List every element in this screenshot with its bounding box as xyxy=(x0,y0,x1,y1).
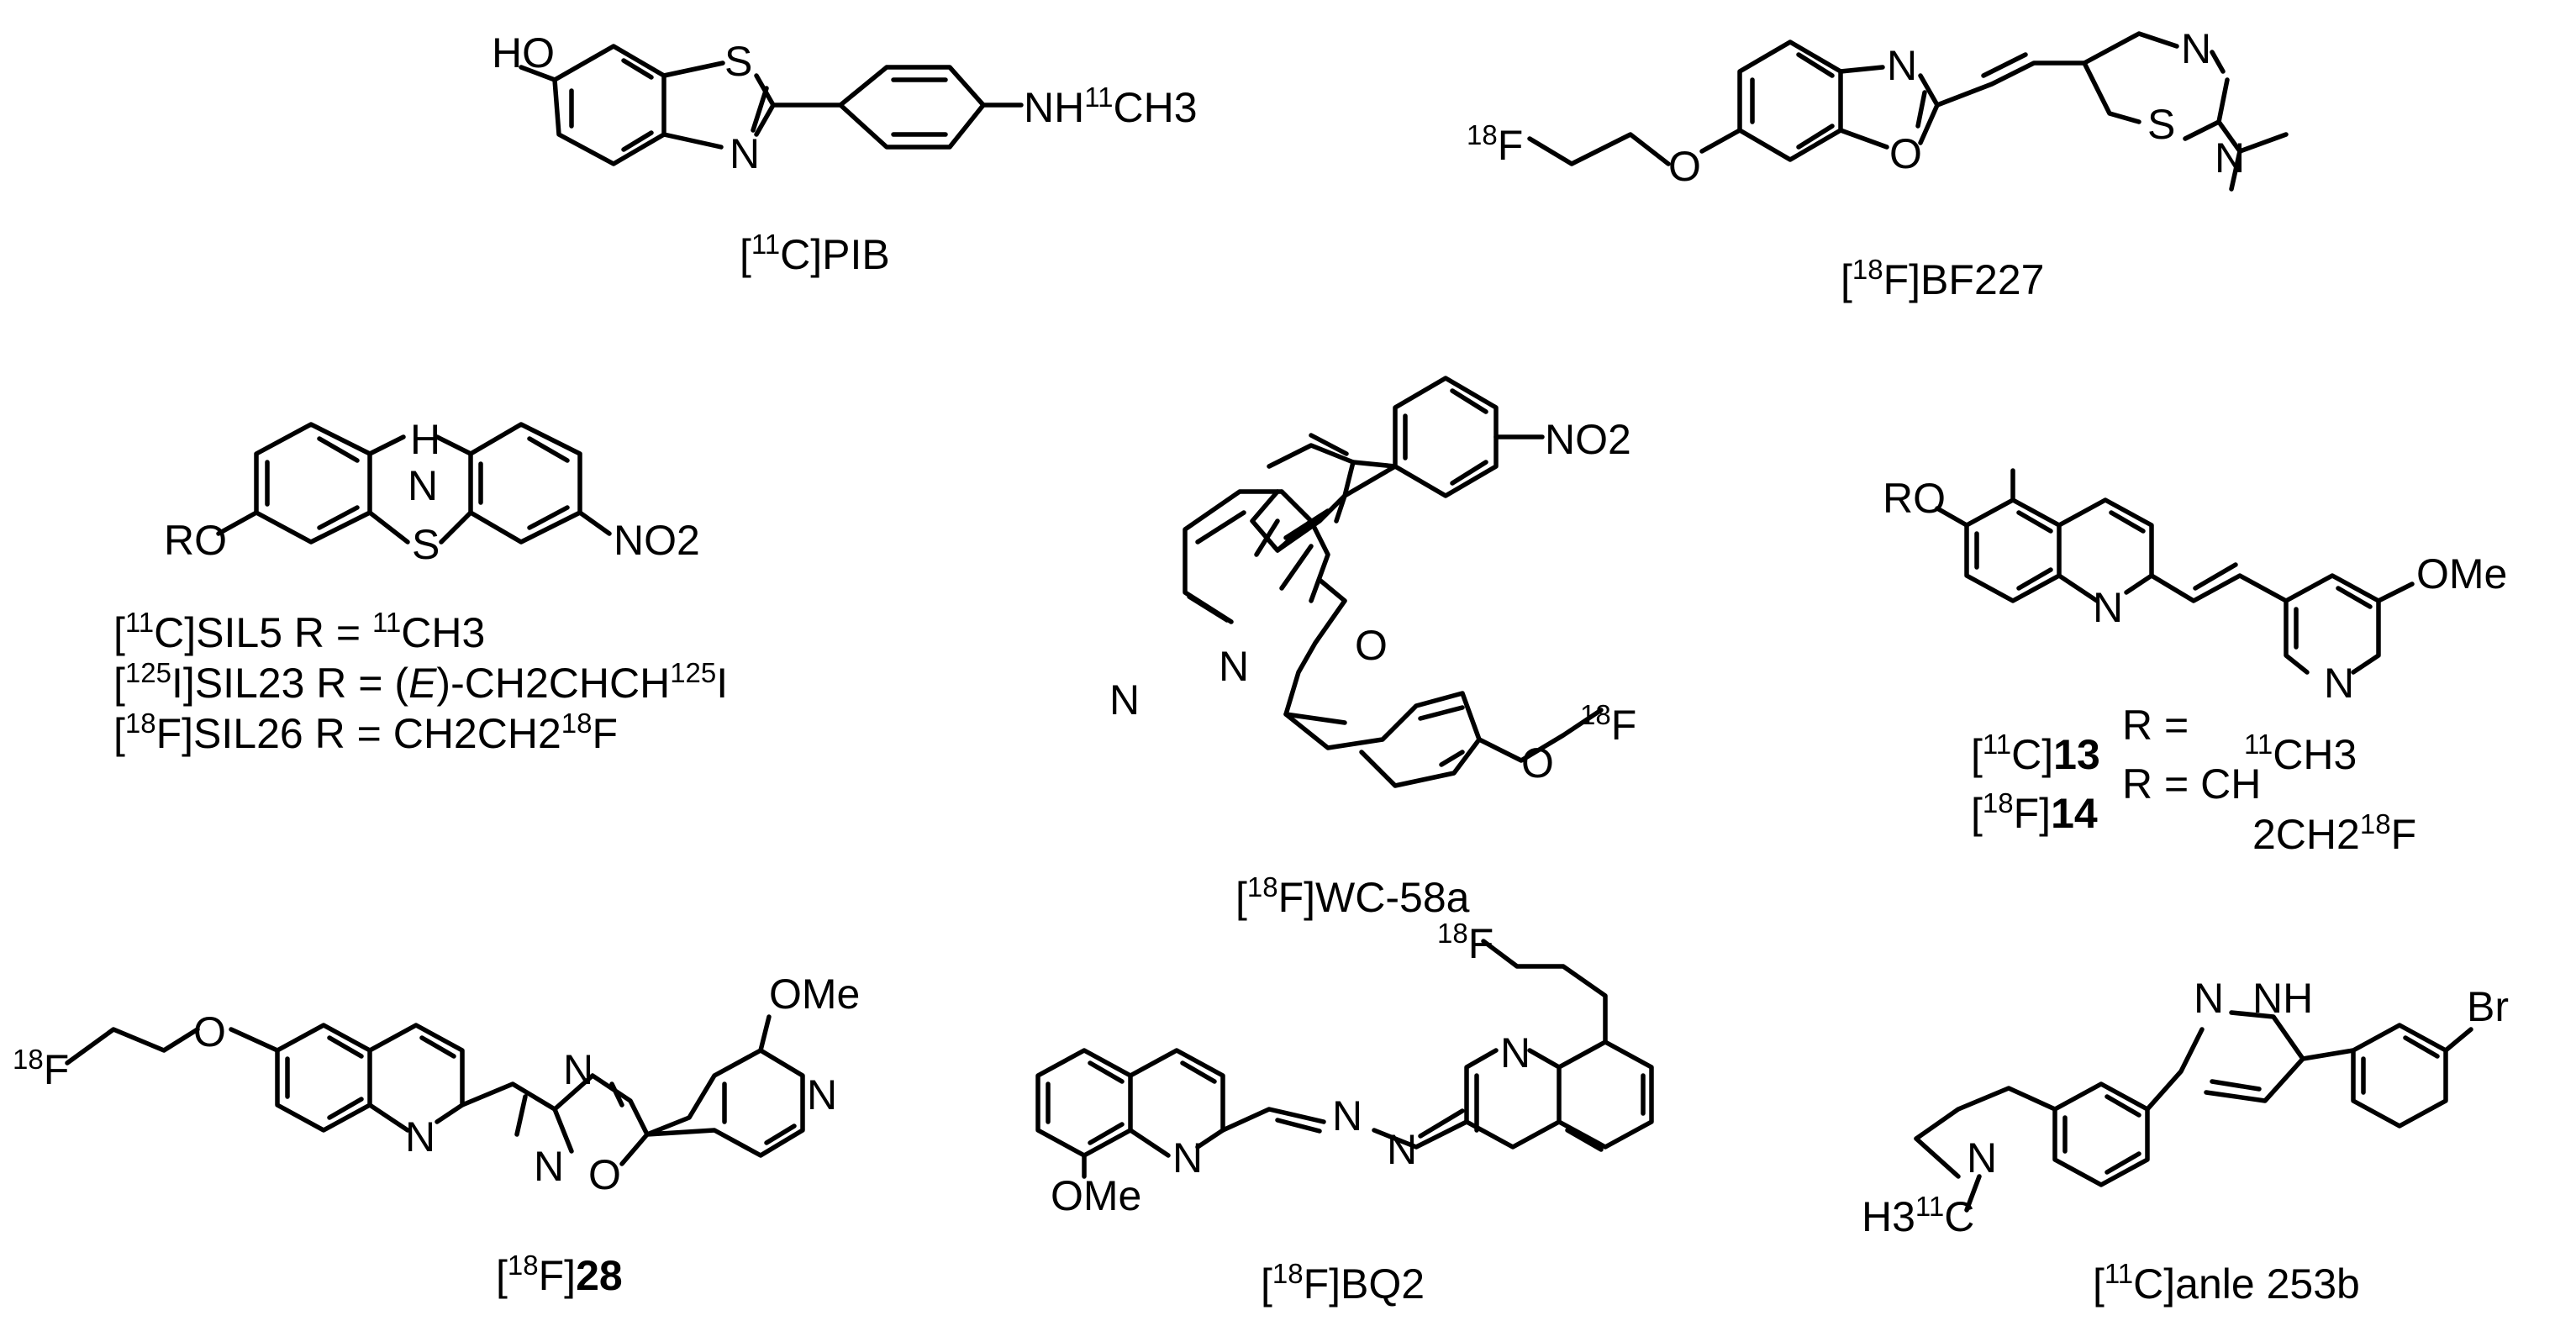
anle-name-label: [11C]anle 253b xyxy=(2093,1258,2360,1308)
bf227-dimethylamine-label: N xyxy=(2215,134,2245,182)
bq2-hydrazone-n2-label: N xyxy=(1387,1126,1417,1173)
bf227-name-label: [18F]BF227 xyxy=(1841,254,2044,303)
bq2-quinoline-n1-label: N xyxy=(1172,1134,1203,1181)
bf227-oxazole-oxygen-label: O xyxy=(1889,130,1922,177)
q13-methoxy-label: OMe xyxy=(2416,550,2507,597)
f14-r-label: R = CH xyxy=(2122,760,2261,808)
bf227-fluorine-label: 18F xyxy=(1467,119,1523,169)
bq2-name-label: [18F]BQ2 xyxy=(1261,1258,1425,1308)
structure-pib: HO S N NH11CH3 [11C]PIB xyxy=(492,29,1198,278)
c28-oxadiazole-n1-label: N xyxy=(563,1046,593,1093)
c28-name-label: [18F]28 xyxy=(496,1250,623,1299)
anle-bromine-label: Br xyxy=(2467,983,2509,1030)
q13-pyridine-nitrogen-label: N xyxy=(2324,660,2354,707)
c28-methoxy-label: OMe xyxy=(769,971,860,1018)
q13-ro-label: RO xyxy=(1883,475,1946,522)
sil26-name-label: [18F]SIL26 R = CH2CH218F xyxy=(113,708,618,757)
structure-bq2: OMe N N N N 18F [18F]BQ2 xyxy=(1035,918,1654,1308)
c28-pyridine-nitrogen-label: N xyxy=(807,1071,837,1118)
c13-r-value-label: 11CH3 xyxy=(2244,729,2357,778)
sil5-name-label: [11C]SIL5 R = 11CH3 xyxy=(113,607,485,656)
wc58a-fluorine-label: 18F xyxy=(1580,699,1636,749)
anle-c11-methyl-label: H311C xyxy=(1862,1191,1974,1240)
pib-amine-label: NH11CH3 xyxy=(1024,82,1198,131)
wc58a-nitro-label: NO2 xyxy=(1545,416,1631,463)
sil-ro-label: RO xyxy=(164,517,227,564)
structure-quinoline-13-14: RO N OMe N [11C]13 R = 11CH3 [18F]14 R =… xyxy=(1883,468,2507,858)
structure-bf227: 18F O N O N S N [18F]BF227 xyxy=(1467,25,2289,303)
wc58a-pyridine-nitrogen-label: N xyxy=(1109,676,1140,724)
anle-pyrazole-nh-label: NH xyxy=(2252,975,2313,1022)
pib-name-label: [11C]PIB xyxy=(740,229,890,278)
c28-oxadiazole-oxygen-label: O xyxy=(588,1151,621,1198)
sil-nitro-label: NO2 xyxy=(614,517,700,564)
sil-nh-hydrogen-label: H xyxy=(410,416,440,463)
bq2-hydrazone-n1-label: N xyxy=(1332,1092,1362,1139)
structure-wc58a: NO2 O N N O 18F [18F]WC-58a xyxy=(1109,376,1636,921)
c28-quinoline-nitrogen-label: N xyxy=(405,1113,435,1160)
pib-nitrogen-label: N xyxy=(730,130,760,177)
q13-quinoline-nitrogen-label: N xyxy=(2093,584,2123,631)
bq2-methoxy-label: OMe xyxy=(1051,1172,1141,1219)
wc58a-name-label: [18F]WC-58a xyxy=(1235,871,1470,921)
pib-hydroxyl-label: HO xyxy=(492,29,555,76)
structure-anle253b: N NH Br N H311C [11C]anle 253b xyxy=(1862,975,2509,1308)
anle-amine-nitrogen-label: N xyxy=(1967,1134,1997,1181)
structure-sil: H N S RO NO2 [11C]SIL5 R = 11CH3 [125I]S… xyxy=(113,416,728,757)
c13-r-label: R = xyxy=(2122,702,2189,749)
structure-28: 18F O N N N O OMe N [18F]28 xyxy=(13,971,860,1299)
wc58a-lactam-nitrogen-label: N xyxy=(1219,643,1249,690)
f14-r-value-label: 2CH218F xyxy=(2252,808,2416,858)
c28-ether-oxygen-label: O xyxy=(193,1008,226,1055)
sil-sulfur-label: S xyxy=(412,521,440,568)
wc58a-carbonyl-oxygen-label: O xyxy=(1355,622,1388,669)
f14-name-label: [18F]14 xyxy=(1971,787,2098,837)
bq2-fluorine-label: 18F xyxy=(1437,918,1493,967)
sil23-name-label: [125I]SIL23 R = (E)-CH2CHCH125I xyxy=(113,657,728,707)
c13-name-label: [11C]13 xyxy=(1971,729,2100,778)
pib-sulfur-label: S xyxy=(724,38,752,85)
c28-fluorine-label: 18F xyxy=(13,1044,69,1093)
wc58a-ether-oxygen-label: O xyxy=(1521,739,1554,787)
c28-oxadiazole-n2-label: N xyxy=(534,1143,564,1190)
bq2-quinoline-n2-label: N xyxy=(1500,1029,1530,1076)
bf227-oxazole-nitrogen-label: N xyxy=(1887,42,1917,89)
bf227-thiazole-nitrogen-label: N xyxy=(2181,25,2211,72)
bf227-thiazole-sulfur-label: S xyxy=(2147,101,2175,148)
bf227-ether-oxygen-label: O xyxy=(1668,143,1701,190)
anle-pyrazole-nitrogen-label: N xyxy=(2194,975,2224,1022)
sil-nitrogen-label: N xyxy=(408,462,438,509)
